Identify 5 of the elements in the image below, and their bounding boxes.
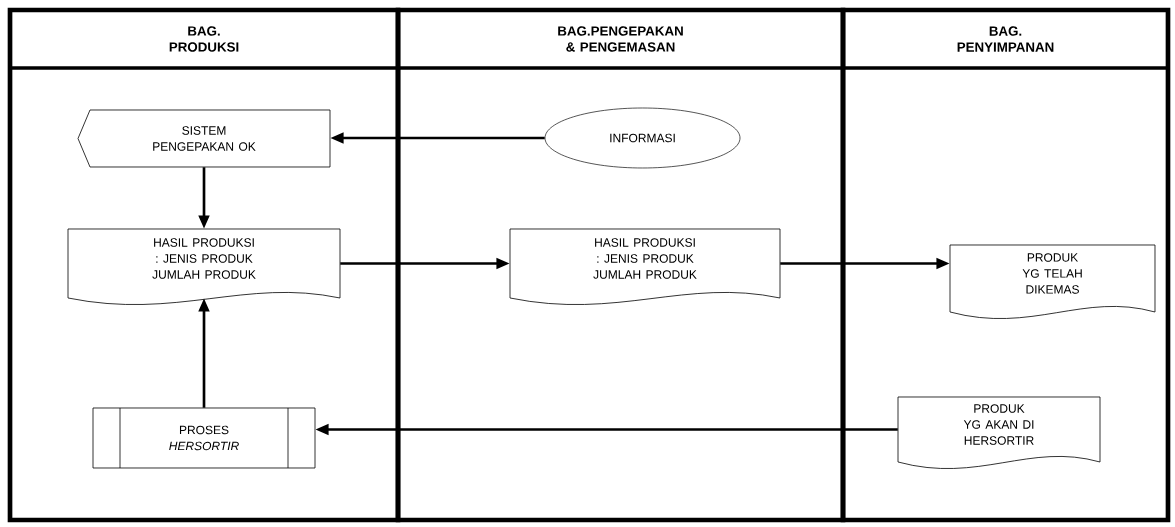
process-box: PROSES HERSORTIR: [92, 407, 316, 469]
document-shape: PRODUK YG AKAN DI HERSORTIR: [897, 396, 1101, 469]
document-shape: HASIL PRODUKSI : JENIS PRODUK JUMLAH PRODUK: [509, 228, 781, 305]
document-shape: HASIL PRODUKSI : JENIS PRODUK JUMLAH PRODUK: [67, 228, 341, 305]
document-shape: PRODUK YG TELAH DIKEMAS: [949, 244, 1156, 319]
